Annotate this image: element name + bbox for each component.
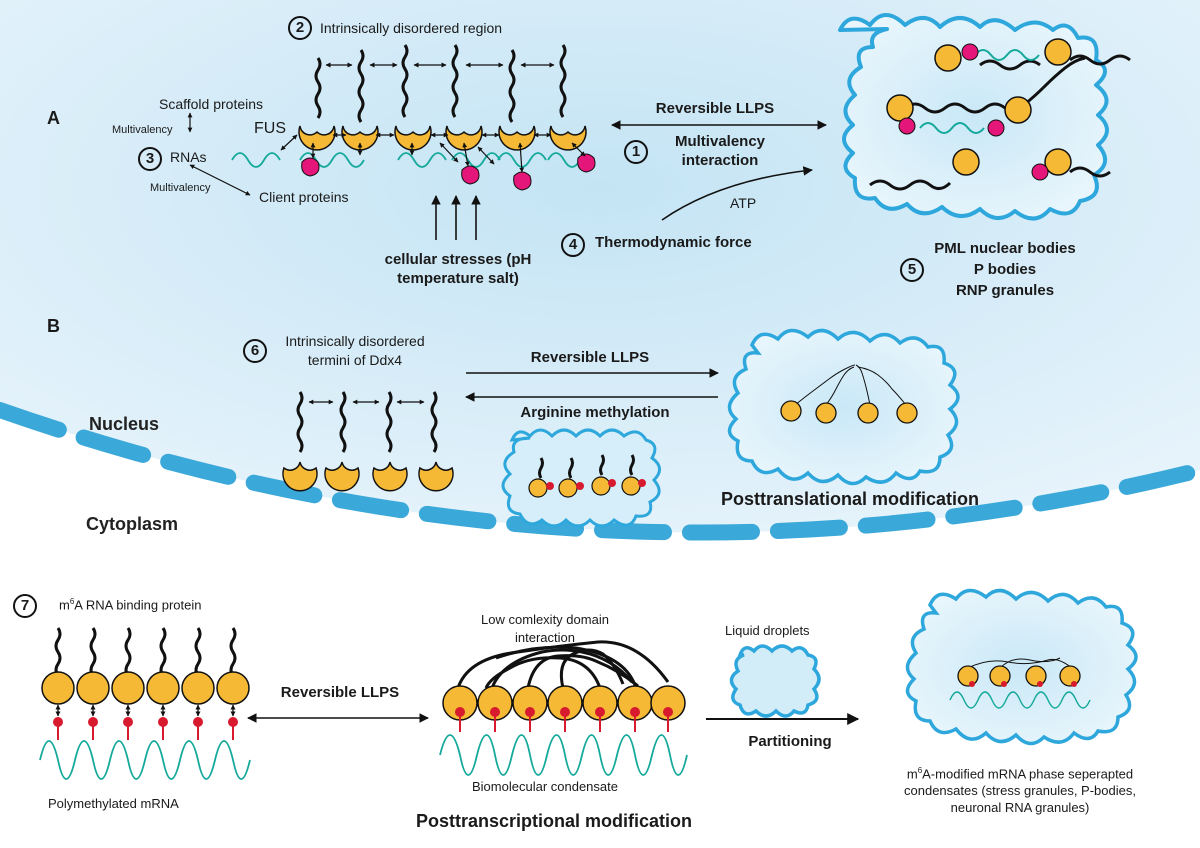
condensate-proteins [442, 685, 686, 721]
liquid-droplet [729, 644, 821, 718]
reversible-llps-label-a: Reversible LLPS [655, 100, 775, 117]
idr-label: Intrinsically disordered region [320, 20, 503, 36]
ddx4-chains [296, 391, 438, 453]
condensate-a-contents [869, 38, 1131, 191]
cellular-stresses-line2: temperature salt) [397, 270, 519, 287]
panel-label-a: A [47, 108, 60, 128]
mrna-condensate-contents [949, 657, 1091, 709]
step-1-badge: 1 [624, 140, 648, 164]
step-5-badge: 5 [900, 258, 924, 282]
thermodynamic-force-label: Thermodynamic force [595, 234, 752, 251]
condensate-mrna-wave [439, 734, 688, 776]
posttranscriptional-label: Posttranscriptional modification [416, 811, 693, 831]
multivalency-label-2: Multivalency [150, 182, 211, 194]
polymethylated-mrna-wave [39, 740, 251, 780]
m6a-mrna-label-line1: m6A-modified mRNA phase seperapted [906, 766, 1134, 782]
partitioning-label: Partitioning [748, 733, 832, 750]
step-7-badge: 7 [13, 594, 37, 618]
m6a-binding-arrows [55, 704, 236, 717]
cytoplasm-label: Cytoplasm [86, 514, 179, 534]
biomolecular-condensate-label: Biomolecular condensate [472, 779, 618, 794]
nucleus-label: Nucleus [89, 414, 160, 434]
component-arrows-a [187, 112, 586, 196]
methylation-droplet-contents [528, 454, 646, 498]
step-2-badge: 2 [288, 16, 312, 40]
idr-chains-a [314, 44, 567, 123]
condensate-type-2: P bodies [973, 261, 1037, 278]
stress-arrows [431, 195, 481, 240]
reversible-llps-label-c: Reversible LLPS [280, 684, 400, 701]
m6a-binding-proteins [41, 671, 250, 705]
polymethylated-mrna-label: Polymethylated mRNA [48, 796, 179, 811]
step-6-badge: 6 [243, 339, 267, 363]
ddx4-proteins [282, 461, 454, 492]
ptm-droplet [727, 328, 960, 486]
step-3-badge: 3 [138, 147, 162, 171]
fus-label: FUS [254, 120, 286, 137]
m6a-marks-middle [455, 707, 673, 732]
arginine-methylation-label: Arginine methylation [520, 404, 670, 421]
condensate-type-1: PML nuclear bodies [934, 240, 1076, 257]
panel-label-b: B [47, 316, 60, 336]
client-proteins-label: Client proteins [259, 189, 349, 205]
ddx4-label-line2: termini of Ddx4 [307, 352, 403, 368]
scaffold-proteins-label: Scaffold proteins [159, 96, 264, 112]
reversible-llps-label-b: Reversible LLPS [530, 349, 650, 366]
lcd-label-line2: interaction [515, 630, 575, 645]
condensate-type-3: RNP granules [955, 282, 1055, 299]
ddx4-label-line1: Intrinsically disordered [285, 333, 425, 349]
nuclear-envelope [0, 402, 1200, 541]
step-4-badge: 4 [561, 233, 585, 257]
lcd-chains [456, 640, 670, 689]
ptm-droplet-contents [780, 364, 918, 424]
m6a-mrna-label-line2: condensates (stress granules, P-bodies, [904, 783, 1136, 798]
atp-label: ATP [730, 195, 757, 211]
m6a-binding-chains [54, 627, 237, 677]
m6a-mrna-label-line3: neuronal RNA granules) [950, 800, 1090, 815]
m6a-binding-label: m6A RNA binding protein [59, 597, 202, 613]
atp-arrow [661, 166, 813, 221]
posttranslational-label: Posttranslational modification [721, 489, 980, 509]
cellular-stresses-line1: cellular stresses (pH [384, 251, 532, 268]
rnas-label: RNAs [170, 149, 207, 165]
m6a-marks-left [53, 717, 238, 740]
liquid-droplets-label: Liquid droplets [725, 623, 810, 638]
multivalency-interaction-line1: Multivalency [674, 133, 766, 150]
multivalency-label-1: Multivalency [112, 124, 173, 136]
lcd-label-line1: Low comlexity domain [481, 612, 609, 627]
methylation-droplet [501, 428, 661, 528]
mrna-condensate-droplet [905, 588, 1138, 746]
multivalency-interaction-line2: interaction [681, 152, 759, 169]
